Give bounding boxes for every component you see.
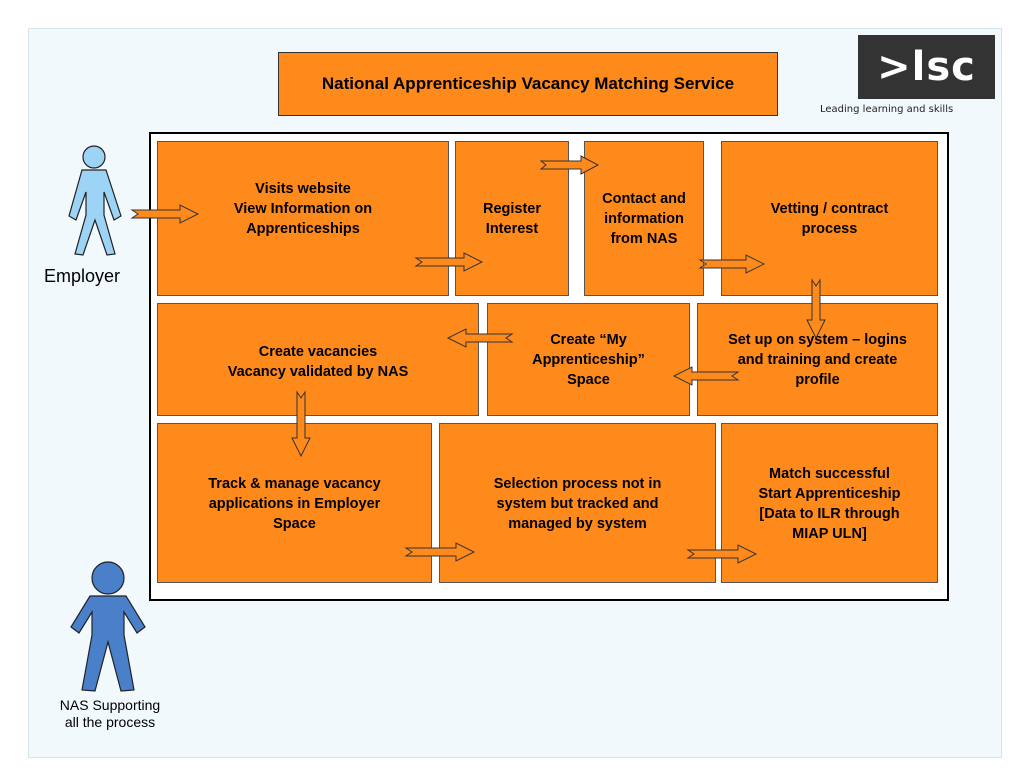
nas-label: NAS Supporting all the process [59, 697, 161, 730]
step-match-successful: Match successful Start Apprenticeship [D… [721, 423, 938, 583]
diagram-title: National Apprenticeship Vacancy Matching… [278, 52, 778, 116]
step-vetting-text: Vetting / contract process [770, 201, 889, 237]
employer-figure-icon [68, 145, 122, 256]
step-create-space: Create “My Apprenticeship” Space [487, 303, 690, 416]
lsc-logo: >lsc [858, 35, 995, 99]
nas-figure-icon [70, 561, 146, 692]
step-match-successful-text: Match successful Start Apprenticeship [D… [758, 466, 901, 542]
step-selection-process: Selection process not in system but trac… [439, 423, 716, 583]
arrow-contact-to-vetting [698, 254, 766, 274]
step-create-vacancies-text: Create vacancies Vacancy validated by NA… [227, 344, 409, 380]
step-create-vacancies: Create vacancies Vacancy validated by NA… [157, 303, 479, 416]
step-contact-nas-text: Contact and information from NAS [602, 191, 686, 247]
step-selection-process-text: Selection process not in system but trac… [493, 476, 662, 532]
logo-tagline: Leading learning and skills [820, 104, 954, 115]
arrow-selection-to-match [686, 544, 758, 564]
arrow-vacancies-to-track [291, 390, 311, 458]
diagram-title-text: National Apprenticeship Vacancy Matching… [321, 74, 735, 93]
step-create-space-text: Create “My Apprenticeship” Space [532, 332, 645, 388]
step-visits-website-text: Visits website View Information on Appre… [233, 181, 373, 237]
lsc-logo-text: >lsc [877, 44, 976, 90]
arrow-register-to-contact [539, 155, 600, 175]
employer-label: Employer [44, 266, 121, 286]
arrow-track-to-selection [404, 542, 476, 562]
arrow-visits-to-register [414, 252, 484, 272]
step-vetting: Vetting / contract process [721, 141, 938, 296]
step-track-manage: Track & manage vacancy applications in E… [157, 423, 432, 583]
arrow-space-to-vacancies [446, 328, 514, 348]
arrow-vetting-to-setup [806, 278, 826, 340]
step-setup-system-text: Set up on system – logins and training a… [728, 332, 907, 388]
arrow-employer-to-visits [130, 204, 200, 224]
step-register-interest-text: Register Interest [482, 201, 542, 237]
arrow-setup-to-space [672, 366, 740, 386]
step-contact-nas: Contact and information from NAS [584, 141, 704, 296]
step-track-manage-text: Track & manage vacancy applications in E… [208, 476, 381, 532]
step-visits-website: Visits website View Information on Appre… [157, 141, 449, 296]
